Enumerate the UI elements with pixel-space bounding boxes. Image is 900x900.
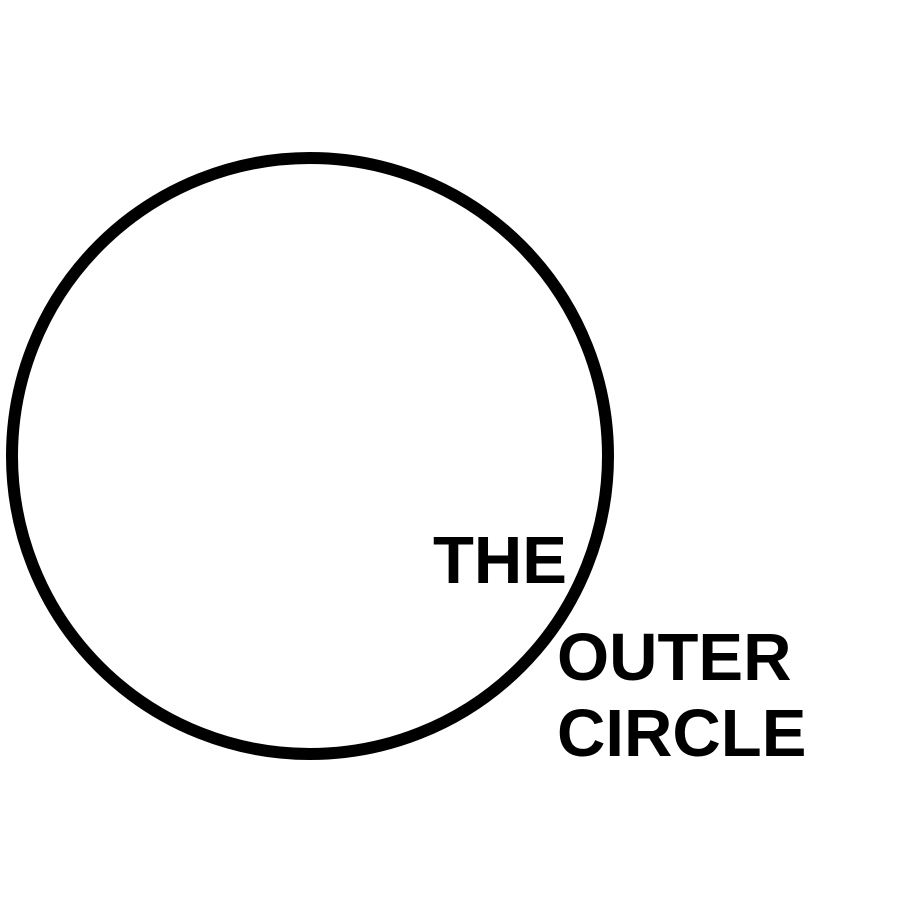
logo-word-outer: OUTER [557, 620, 792, 695]
logo-circle [6, 152, 614, 760]
logo-word-circle: CIRCLE [557, 696, 806, 771]
logo-word-the: THE [433, 523, 567, 598]
